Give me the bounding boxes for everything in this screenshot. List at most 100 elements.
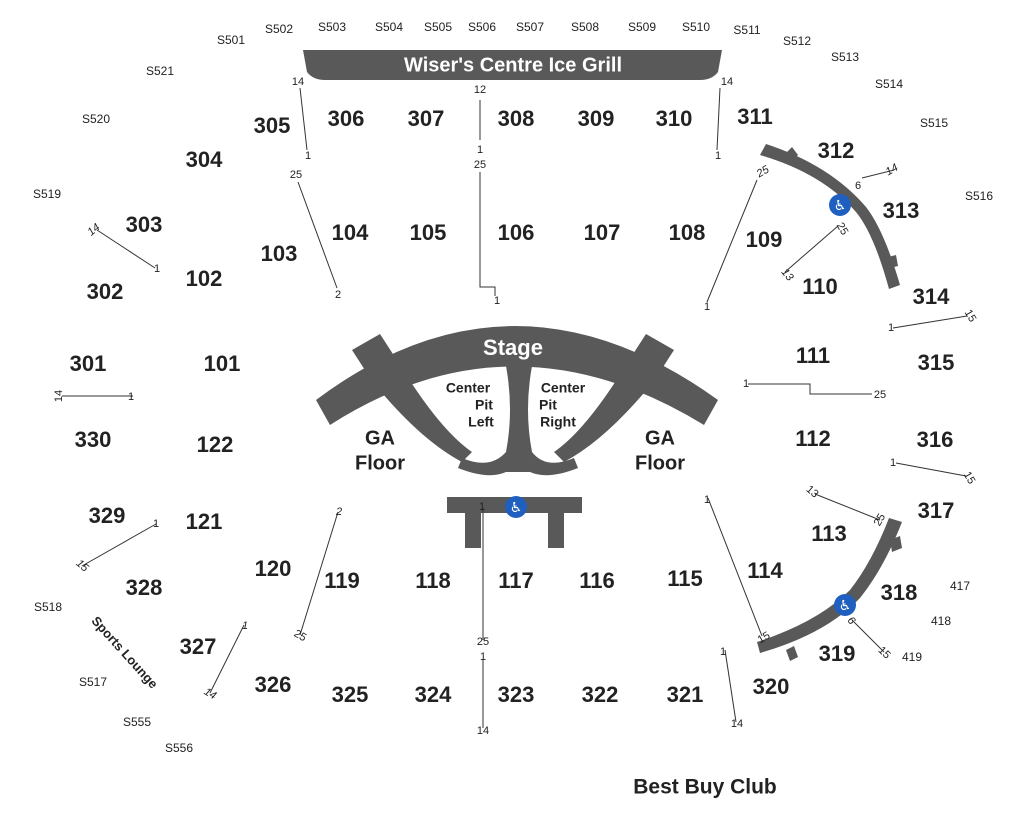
suite-s555[interactable]: S555 [123, 715, 151, 729]
sections-400: 417 418 419 [902, 579, 970, 664]
section-303[interactable]: 303 [126, 212, 163, 237]
row-number: 1 [477, 144, 483, 156]
section-318[interactable]: 318 [881, 580, 918, 605]
suite-s520[interactable]: S520 [82, 112, 110, 126]
section-317[interactable]: 317 [918, 498, 955, 523]
row-number: 14 [884, 162, 901, 179]
section-329[interactable]: 329 [89, 503, 126, 528]
section-110[interactable]: 110 [802, 274, 838, 299]
section-115[interactable]: 115 [667, 566, 703, 591]
section-327[interactable]: 327 [180, 634, 217, 659]
section-116[interactable]: 116 [579, 568, 615, 593]
section-418[interactable]: 418 [931, 614, 951, 628]
section-107[interactable]: 107 [584, 220, 621, 245]
section-304[interactable]: 304 [186, 147, 223, 172]
suite-s517[interactable]: S517 [79, 675, 107, 689]
stage[interactable]: Stage [316, 326, 718, 425]
suite-s511[interactable]: S511 [733, 23, 760, 37]
section-301[interactable]: 301 [70, 351, 107, 376]
suite-s513[interactable]: S513 [831, 50, 859, 64]
section-120[interactable]: 120 [255, 556, 292, 581]
suite-s512[interactable]: S512 [783, 34, 811, 48]
suite-s515[interactable]: S515 [920, 116, 948, 130]
sections-100: 101 102 103 104 105 106 107 108 109 110 … [186, 220, 847, 593]
section-330[interactable]: 330 [75, 427, 112, 452]
suite-s501[interactable]: S501 [217, 33, 245, 47]
suite-s519[interactable]: S519 [33, 187, 61, 201]
suite-s510[interactable]: S510 [682, 20, 710, 34]
section-106[interactable]: 106 [498, 220, 535, 245]
section-313[interactable]: 313 [883, 198, 920, 223]
section-112[interactable]: 112 [795, 426, 831, 451]
section-328[interactable]: 328 [126, 575, 163, 600]
section-325[interactable]: 325 [332, 682, 369, 707]
suite-s516[interactable]: S516 [965, 189, 993, 203]
section-319[interactable]: 319 [819, 641, 856, 666]
section-109[interactable]: 109 [746, 227, 783, 252]
row-number: 14 [202, 686, 219, 703]
section-315[interactable]: 315 [918, 350, 955, 375]
section-306[interactable]: 306 [328, 106, 365, 131]
section-113[interactable]: 113 [811, 521, 847, 546]
wheelchair-icon: ♿ [829, 194, 851, 216]
section-309[interactable]: 309 [578, 106, 615, 131]
section-122[interactable]: 122 [197, 432, 234, 457]
section-117[interactable]: 117 [498, 568, 534, 593]
section-102[interactable]: 102 [186, 266, 223, 291]
section-322[interactable]: 322 [582, 682, 619, 707]
section-121[interactable]: 121 [186, 509, 223, 534]
section-119[interactable]: 119 [324, 568, 360, 593]
section-108[interactable]: 108 [669, 220, 706, 245]
grill-banner[interactable]: Wiser's Centre Ice Grill [303, 50, 722, 80]
section-111[interactable]: 111 [796, 343, 830, 368]
row-number: 1 [720, 646, 726, 658]
section-103[interactable]: 103 [261, 241, 298, 266]
best-buy-club-label[interactable]: Best Buy Club [633, 776, 777, 799]
section-311[interactable]: 311 [737, 104, 773, 129]
mixer-platform[interactable] [447, 497, 582, 548]
section-321[interactable]: 321 [667, 682, 704, 707]
suite-s504[interactable]: S504 [375, 20, 403, 34]
section-417[interactable]: 417 [950, 579, 970, 593]
row-number: 1 [153, 518, 159, 530]
suite-s507[interactable]: S507 [516, 20, 544, 34]
row-number: 6 [844, 615, 857, 626]
suite-s503[interactable]: S503 [318, 20, 346, 34]
section-314[interactable]: 314 [913, 284, 950, 309]
suite-s505[interactable]: S505 [424, 20, 452, 34]
section-323[interactable]: 323 [498, 682, 535, 707]
section-316[interactable]: 316 [917, 427, 954, 452]
section-310[interactable]: 310 [656, 106, 693, 131]
section-118[interactable]: 118 [415, 568, 451, 593]
row-number: 25 [754, 163, 772, 180]
section-324[interactable]: 324 [415, 682, 452, 707]
section-101[interactable]: 101 [204, 351, 241, 376]
section-419[interactable]: 419 [902, 650, 922, 664]
row-number: 25 [874, 389, 886, 401]
section-320[interactable]: 320 [753, 674, 790, 699]
center-pit[interactable] [372, 363, 654, 476]
section-104[interactable]: 104 [332, 220, 369, 245]
ga-floor-left-label[interactable]: GA Floor [355, 427, 405, 474]
suite-s506[interactable]: S506 [468, 20, 496, 34]
grill-label: Wiser's Centre Ice Grill [404, 54, 622, 76]
svg-text:Pit: Pit [475, 397, 493, 413]
section-312[interactable]: 312 [818, 138, 855, 163]
suite-s518[interactable]: S518 [34, 600, 62, 614]
suite-s509[interactable]: S509 [628, 20, 656, 34]
suite-s508[interactable]: S508 [571, 20, 599, 34]
section-302[interactable]: 302 [87, 279, 124, 304]
section-326[interactable]: 326 [255, 672, 292, 697]
suite-s514[interactable]: S514 [875, 77, 903, 91]
section-114[interactable]: 114 [747, 558, 783, 583]
ga-floor-right-label[interactable]: GA Floor [635, 427, 685, 474]
section-307[interactable]: 307 [408, 106, 445, 131]
section-105[interactable]: 105 [410, 220, 447, 245]
suite-s502[interactable]: S502 [265, 22, 293, 36]
suite-s521[interactable]: S521 [146, 64, 174, 78]
suite-s556[interactable]: S556 [165, 741, 193, 755]
row-number: 14 [292, 76, 304, 88]
svg-text:GA: GA [365, 427, 395, 449]
section-305[interactable]: 305 [254, 113, 291, 138]
section-308[interactable]: 308 [498, 106, 535, 131]
